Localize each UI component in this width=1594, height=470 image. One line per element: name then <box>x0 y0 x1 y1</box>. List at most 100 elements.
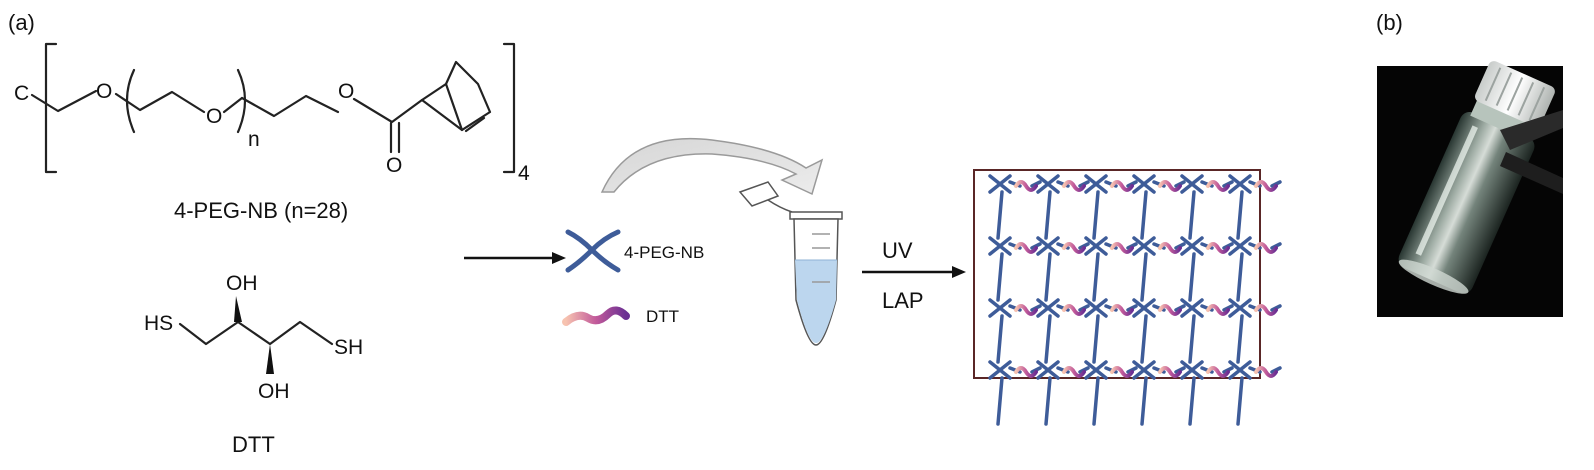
chain-tail <box>240 94 340 118</box>
peg-strand <box>1270 242 1282 250</box>
dtt-crosslink <box>1158 242 1182 254</box>
hydrogel-network <box>973 169 1282 426</box>
dtt-crosslink <box>1206 180 1230 192</box>
chain-core <box>30 89 98 113</box>
peg-node-arm <box>1132 174 1156 194</box>
dtt-crosslink <box>1062 180 1086 192</box>
dtt-crosslink <box>1158 180 1182 192</box>
peg-node-arm <box>1180 174 1204 194</box>
tube-solution <box>795 260 837 343</box>
arm-subscript: 4 <box>518 162 530 185</box>
peg-node-arm <box>1180 298 1204 318</box>
dtt-crosslink <box>1254 366 1278 378</box>
peg-strand <box>996 376 1004 426</box>
peg-strand <box>1126 180 1138 188</box>
peg-strand <box>1236 252 1244 302</box>
peg-node-arm <box>1132 236 1156 256</box>
dtt-crosslink <box>1158 366 1182 378</box>
oxygen-1: O <box>96 80 112 103</box>
dtt-crosslink <box>1062 304 1086 316</box>
dtt-wedge-top <box>234 296 242 322</box>
peg-strand <box>1092 376 1100 426</box>
dtt-caption: DTT <box>232 432 275 457</box>
chain-repeat-2 <box>222 96 244 114</box>
arrow-label-uv: UV <box>882 238 913 263</box>
bracket-left <box>44 42 58 174</box>
peg-strand <box>1140 190 1148 240</box>
peg-strand <box>1092 190 1100 240</box>
legend-peg: 4-PEG-NB <box>565 229 704 273</box>
peg-node-arm <box>1036 360 1060 380</box>
peg-strand <box>1236 190 1244 240</box>
peg-strand <box>1044 314 1052 364</box>
repeat-subscript: n <box>248 128 260 151</box>
peg-node-arm <box>988 174 1012 194</box>
dtt-structure: OH HS SH OH DTT <box>144 272 363 457</box>
dtt-crosslink <box>1254 304 1278 316</box>
peg-node-arm <box>1084 174 1108 194</box>
dtt-backbone <box>178 320 334 346</box>
peg-strand-icon-2 <box>565 229 621 273</box>
dtt-crosslink <box>1014 304 1038 316</box>
chain-repeat <box>114 90 206 114</box>
tube-lid <box>738 181 780 207</box>
peg-node-arm <box>988 360 1012 380</box>
dtt-crosslink <box>1254 180 1278 192</box>
peg-strand <box>1188 314 1196 364</box>
peg-node-arm <box>1084 360 1108 380</box>
dtt-crosslink <box>1062 366 1086 378</box>
peg-strand <box>1222 304 1234 312</box>
dtt-crosslink <box>1158 304 1182 316</box>
peg-strand <box>1236 314 1244 364</box>
oxygen-3: O <box>338 80 354 103</box>
peg-node-arm <box>1180 360 1204 380</box>
peg-strand <box>1140 314 1148 364</box>
bracket-right <box>502 42 516 174</box>
peg-strand <box>996 252 1004 302</box>
vial-holder <box>1500 110 1563 150</box>
peg-strand <box>1270 366 1282 374</box>
dtt-crosslink <box>1110 366 1134 378</box>
peg-node-arm <box>1228 236 1252 256</box>
norbornene-bridge <box>444 82 464 132</box>
peg-node-arm <box>1036 174 1060 194</box>
peg-node-arm <box>1132 298 1156 318</box>
peg-node-arm <box>1084 298 1108 318</box>
peg-strand <box>1092 314 1100 364</box>
oxygen-2: O <box>206 105 222 128</box>
carbonyl-oxygen: O <box>386 154 402 177</box>
vial-bottom <box>1398 259 1469 294</box>
dtt-hs: HS <box>144 312 173 335</box>
peg-strand <box>996 314 1004 364</box>
peg-node-arm <box>1036 298 1060 318</box>
peg-strand <box>1174 180 1186 188</box>
peg-strand <box>1140 252 1148 302</box>
peg-strand <box>1188 190 1196 240</box>
peg-node-arm <box>1084 236 1108 256</box>
peg-strand <box>1174 304 1186 312</box>
core-atom: C <box>14 82 29 105</box>
dtt-oh-bottom: OH <box>258 380 290 403</box>
dtt-crosslink <box>1014 180 1038 192</box>
peg-strand <box>1188 376 1196 426</box>
peg-strand <box>1044 376 1052 426</box>
peg-strand <box>1078 366 1090 374</box>
peg-nb-structure: C O O n O O 4 4-PEG-NB (n=28) <box>14 42 530 223</box>
dtt-crosslink <box>1206 242 1230 254</box>
tube-rim <box>789 211 843 220</box>
peg-strand <box>1222 366 1234 374</box>
network-frame <box>973 169 1261 379</box>
mixing-arrow <box>464 252 566 264</box>
peg-strand <box>1044 190 1052 240</box>
dtt-crosslink <box>1206 366 1230 378</box>
peg-strand <box>1126 366 1138 374</box>
peg-node-arm <box>988 236 1012 256</box>
peg-strand <box>1078 304 1090 312</box>
peg-node-arm <box>1228 360 1252 380</box>
dtt-crosslink <box>1110 180 1134 192</box>
panel-a-label: (a) <box>8 10 35 35</box>
peg-strand <box>1140 376 1148 426</box>
dtt-crosslink <box>1110 304 1134 316</box>
vial-glass <box>1398 111 1535 294</box>
peg-strand <box>1270 304 1282 312</box>
